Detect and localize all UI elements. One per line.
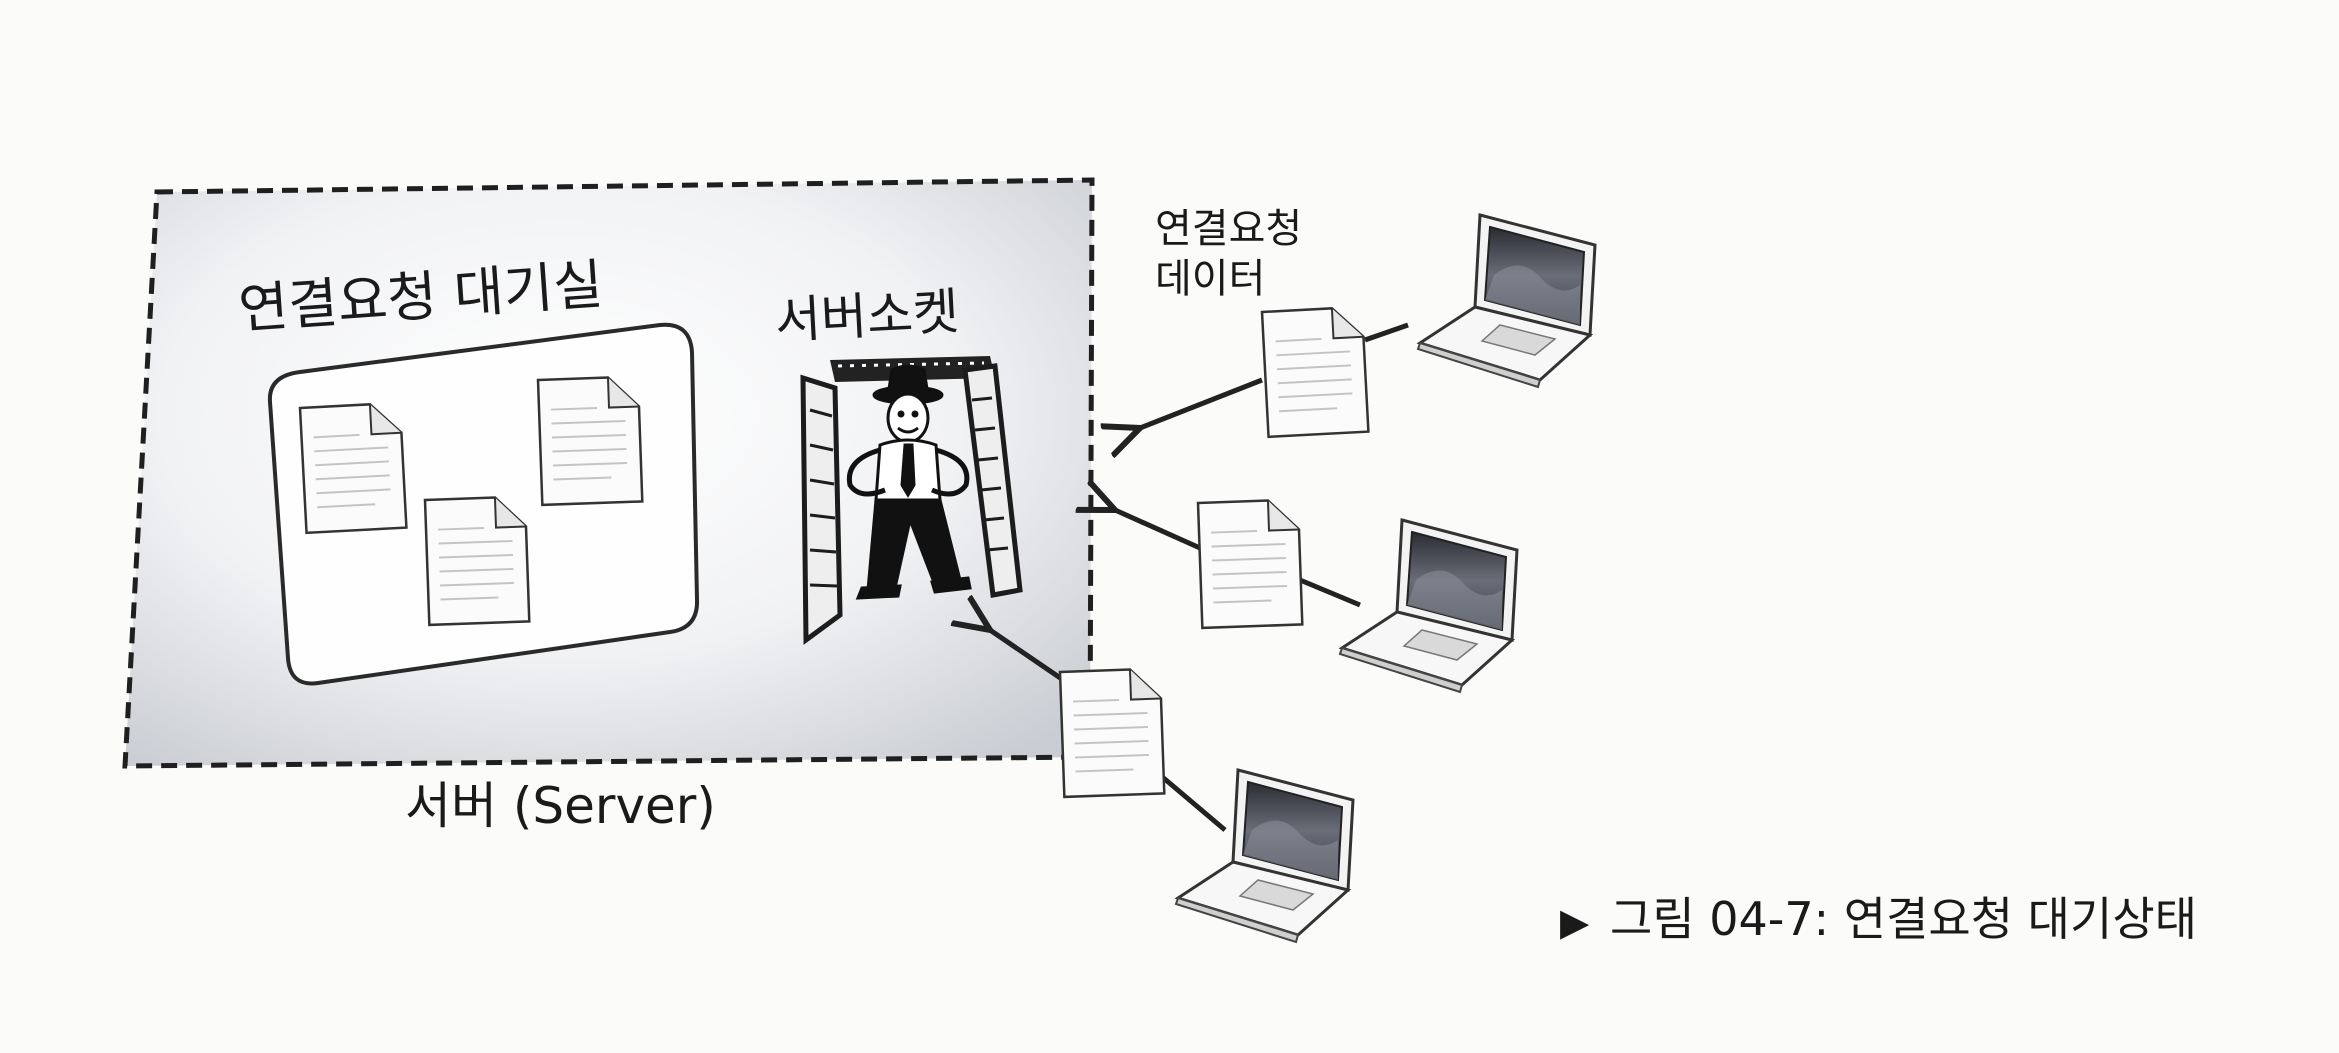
laptop-icon xyxy=(1174,768,1355,944)
laptop-icon xyxy=(1416,213,1597,389)
connection-request-1 xyxy=(1140,213,1597,439)
document-icon xyxy=(298,401,408,535)
request-data-label-line1: 연결요청 xyxy=(1155,206,1302,252)
connection-line xyxy=(1364,322,1409,343)
request-data-label-line2: 데이터 xyxy=(1155,256,1265,302)
connection-request-3 xyxy=(990,630,1355,944)
figure-caption: 그림 04-7: 연결요청 대기상태 xyxy=(1610,892,2197,946)
document-icon xyxy=(1196,498,1304,630)
connection-arrow xyxy=(1115,510,1202,551)
document-icon xyxy=(423,495,531,627)
connection-line xyxy=(1158,773,1227,832)
connection-line xyxy=(1299,577,1361,608)
connection-arrow xyxy=(1140,377,1263,428)
doorman-icon xyxy=(846,364,972,600)
door-frame-icon xyxy=(800,356,1023,645)
document-icon xyxy=(1058,667,1166,799)
server-socket-label: 서버소켓 xyxy=(774,282,961,350)
laptop-icon xyxy=(1338,518,1519,694)
document-icon xyxy=(1260,305,1370,439)
connection-request-2 xyxy=(1115,498,1519,694)
document-icon xyxy=(536,375,644,507)
server-caption: 서버 (Server) xyxy=(405,777,716,835)
caption-marker: ▶ xyxy=(1560,900,1590,944)
